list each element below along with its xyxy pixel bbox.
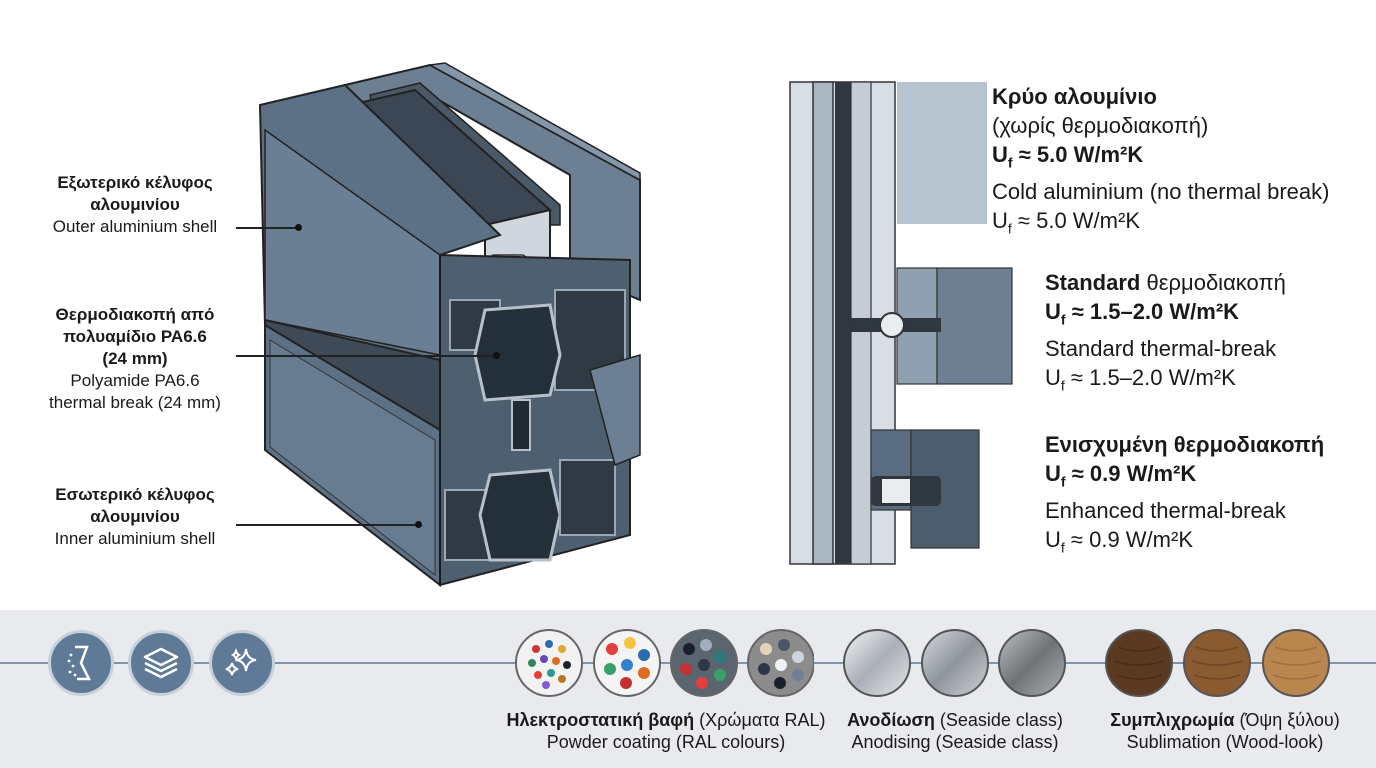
window-profile-illustration — [258, 62, 641, 588]
outer-shell-en: Outer aluminium shell — [52, 217, 218, 236]
inner-shell-leader — [236, 521, 422, 527]
powder-coating-gr: Ηλεκτροστατική βαφή (Χρώματα RAL) — [506, 710, 826, 730]
cold-sub-gr: (χωρίς θερμοδιακοπή) — [992, 113, 1209, 138]
section-standard-thermal-break: Standard θερμοδιακοπή Uf ≈ 1.5–2.0 W/m²K… — [1045, 268, 1286, 401]
thermal-break-gr-3: (24 mm) — [102, 349, 168, 368]
inner-shell-label: Εσωτερικό κέλυφος αλουμινίου Inner alumi… — [30, 484, 240, 550]
thermal-break-gr-1: Θερμοδιακοπή από — [55, 305, 215, 324]
inner-shell-gr-1: Εσωτερικό κέλυφος — [55, 485, 215, 504]
layers-icon — [128, 630, 194, 696]
thermal-break-label: Θερμοδιακοπή από πολυαμίδιο PA6.6 (24 mm… — [25, 304, 245, 414]
section-enhanced-thermal-break: Ενισχυμένη θερμοδιακοπή Uf ≈ 0.9 W/m²K E… — [1045, 430, 1324, 563]
thermal-break-gr-2: πολυαμίδιο PA6.6 — [63, 327, 207, 346]
sublimation-label: Συμπλιχρωμία (Όψη ξύλου) Sublimation (Wo… — [1090, 709, 1360, 753]
thermal-break-comparison-section — [789, 81, 1013, 565]
enhanced-uf-en: Uf ≈ 0.9 W/m²K — [1045, 527, 1193, 556]
cold-title-gr: Κρύο αλουμίνιο — [992, 84, 1157, 109]
anodising-gr: Ανοδίωση (Seaside class) — [847, 710, 1063, 730]
thermal-break-en-2: thermal break (24 mm) — [49, 393, 221, 412]
sublimation-en: Sublimation (Wood-look) — [1126, 732, 1324, 752]
outer-shell-gr-1: Εξωτερικό κέλυφος — [57, 173, 213, 192]
anodising-swatches — [843, 629, 1066, 697]
outer-shell-label: Εξωτερικό κέλυφος αλουμινίου Outer alumi… — [30, 172, 240, 238]
powder-coating-en: Powder coating (RAL colours) — [546, 732, 786, 752]
standard-uf-bold: Uf ≈ 1.5–2.0 W/m²K — [1045, 299, 1240, 328]
standard-title-en: Standard thermal-break — [1045, 336, 1277, 362]
coating-layer-icon — [48, 630, 114, 696]
cold-title-en: Cold aluminium (no thermal break) — [992, 179, 1330, 205]
thermal-break-leader — [236, 352, 500, 358]
outer-shell-gr-2: αλουμινίου — [90, 195, 180, 214]
enhanced-title-en: Enhanced thermal-break — [1045, 498, 1286, 524]
cold-uf-en: Uf ≈ 5.0 W/m²K — [992, 208, 1140, 237]
standard-uf-en: Uf ≈ 1.5–2.0 W/m²K — [1045, 365, 1236, 394]
standard-title-gr: Standard θερμοδιακοπή — [1045, 270, 1286, 295]
powder-coating-label: Ηλεκτροστατική βαφή (Χρώματα RAL) Powder… — [500, 709, 832, 753]
enhanced-uf-bold: Uf ≈ 0.9 W/m²K — [1045, 461, 1197, 490]
wood-look-swatches — [1105, 629, 1330, 697]
thermal-break-en-1: Polyamide PA6.6 — [70, 371, 200, 390]
section-cold-aluminium: Κρύο αλουμίνιο (χωρίς θερμοδιακοπή) Uf ≈… — [992, 82, 1329, 244]
anodising-en: Anodising (Seaside class) — [851, 732, 1059, 752]
cold-uf-bold: Uf ≈ 5.0 W/m²K — [992, 142, 1144, 171]
sparkle-icon — [209, 630, 275, 696]
anodising-label: Ανοδίωση (Seaside class) Anodising (Seas… — [835, 709, 1075, 753]
powder-coating-swatches — [515, 629, 814, 697]
sublimation-gr: Συμπλιχρωμία (Όψη ξύλου) — [1110, 710, 1340, 730]
inner-shell-en: Inner aluminium shell — [54, 529, 216, 548]
enhanced-title-gr: Ενισχυμένη θερμοδιακοπή — [1045, 432, 1325, 457]
inner-shell-gr-2: αλουμινίου — [90, 507, 180, 526]
outer-shell-leader — [236, 224, 302, 230]
